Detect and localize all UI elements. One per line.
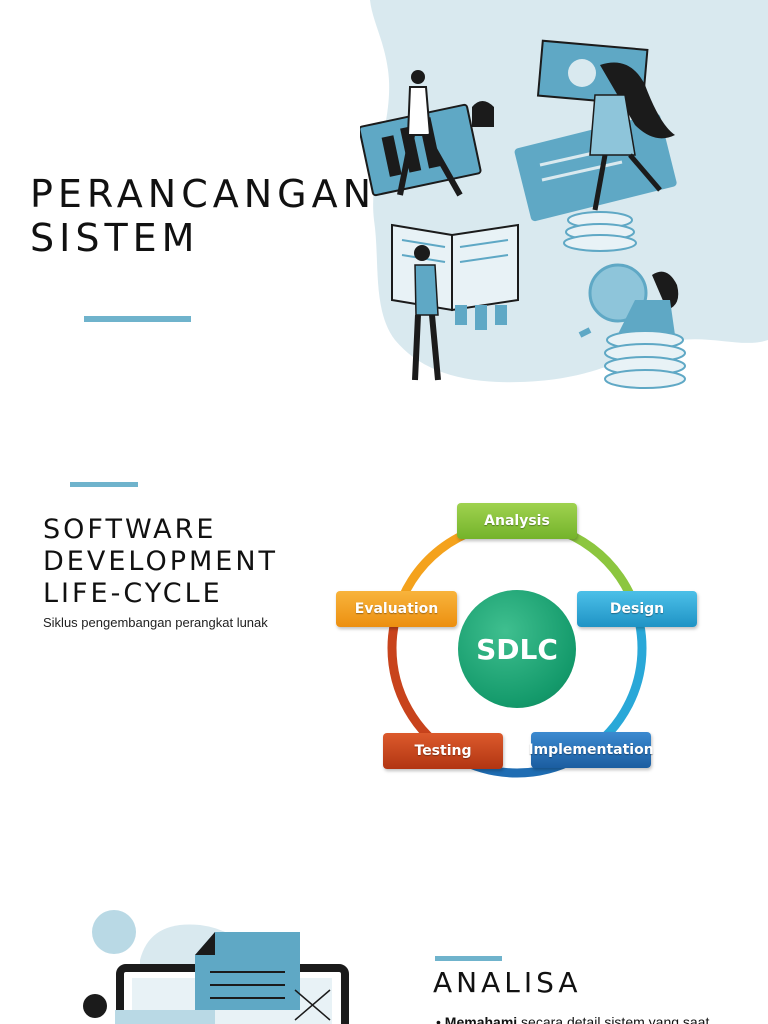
slide-title-line1: SOFTWARE (43, 514, 217, 545)
sdlc-stage-implementation: Implementation (528, 732, 654, 768)
sdlc-stage-testing: Testing (383, 733, 503, 769)
title-accent-bar (84, 316, 191, 322)
slide-title-line1: PERANCANGAN (30, 172, 377, 216)
slide-title-line2: DEVELOPMENT (43, 546, 279, 577)
slide-title-line2: SISTEM (30, 216, 200, 260)
sdlc-stage-design: Design (577, 591, 697, 627)
sdlc-stage-evaluation: Evaluation (336, 591, 457, 627)
title-accent-bar (70, 482, 138, 487)
slide-title-line3: LIFE-CYCLE (43, 578, 223, 609)
slide-title: ANALISA (433, 966, 582, 999)
people-reading-shopping-illustration (360, 39, 686, 389)
slide-sdlc: SOFTWARE DEVELOPMENT LIFE-CYCLE Siklus p… (0, 440, 768, 820)
bullet-item: • Memahami secara detail sistem yang saa… (436, 1014, 756, 1024)
slide-subtitle: Siklus pengembangan perangkat lunak (43, 615, 268, 630)
laptop-documents-illustration (83, 910, 349, 1024)
sdlc-center-circle: SDLC (458, 590, 576, 708)
slide-title: SOFTWARE DEVELOPMENT LIFE-CYCLE (43, 514, 278, 610)
sdlc-stage-analysis: Analysis (457, 503, 577, 539)
bullet-bold-text: Memahami (444, 1014, 518, 1024)
title-accent-bar (435, 956, 502, 961)
slide-analisa: ANALISA • Memahami secara detail sistem … (0, 880, 768, 1024)
slide-perancangan-sistem: PERANCANGAN SISTEM (0, 0, 768, 400)
slide-title: PERANCANGAN SISTEM (30, 172, 376, 260)
bullet-text: secara detail sistem yang saat (517, 1014, 710, 1024)
